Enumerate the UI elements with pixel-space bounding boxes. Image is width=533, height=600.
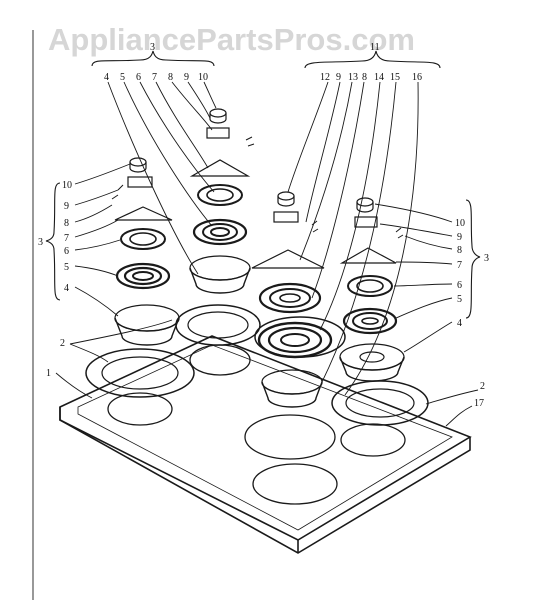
label-top-left-part: 7	[152, 72, 157, 83]
label-top-left-part: 4	[104, 72, 109, 83]
label-left-side: 7	[64, 233, 69, 244]
label-top-right-part: 16	[412, 72, 422, 83]
label-top-left-part: 8	[168, 72, 173, 83]
label-right-side: 10	[455, 218, 465, 229]
label-top-left-part: 9	[184, 72, 189, 83]
label-left-side: 5	[64, 262, 69, 273]
label-top-right-part: 8	[362, 72, 367, 83]
label-top-right-part: 13	[348, 72, 358, 83]
label-trim-ring-right: 2	[480, 381, 485, 392]
label-top-right-part: 14	[374, 72, 384, 83]
label-left-side: 4	[64, 283, 69, 294]
label-top-right-group: 11	[370, 42, 380, 53]
label-top-left-part: 6	[136, 72, 141, 83]
watermark-text: AppliancePartsPros.com	[48, 22, 415, 57]
label-cooktop: 1	[46, 368, 51, 379]
label-top-right-part: 9	[336, 72, 341, 83]
leader-lines	[55, 81, 479, 427]
label-top-left-part: 5	[120, 72, 125, 83]
cooktop-base-plate	[59, 335, 472, 554]
burner-stack-center-right	[251, 191, 333, 408]
burner-stack-left-rear	[189, 108, 255, 294]
label-right-side: 8	[457, 245, 462, 256]
label-right-group: 3	[484, 253, 489, 264]
label-left-side: 10	[62, 180, 72, 191]
part-labels: 3 4 5 6 7 8 9 10 11 12 9 13 8 14 15 16 1…	[38, 42, 489, 409]
label-left-side: 6	[64, 246, 69, 257]
trim-rings	[85, 304, 429, 426]
label-top-left-group: 3	[150, 42, 155, 53]
burner-stack-right	[339, 197, 405, 382]
label-top-right-part: 12	[320, 72, 330, 83]
label-right-side: 6	[457, 280, 462, 291]
label-right-side: 7	[457, 260, 462, 271]
label-top-right-part: 15	[390, 72, 400, 83]
label-trim-ring-left: 2	[60, 338, 65, 349]
label-right-side: 5	[457, 294, 462, 305]
label-top-panel: 17	[474, 398, 484, 409]
label-left-side: 8	[64, 218, 69, 229]
label-left-group: 3	[38, 237, 43, 248]
label-right-side: 9	[457, 232, 462, 243]
label-right-side: 4	[457, 318, 462, 329]
label-top-left-part: 10	[198, 72, 208, 83]
burner-stack-left	[111, 157, 180, 346]
group-braces	[45, 50, 481, 319]
label-left-side: 9	[64, 201, 69, 212]
